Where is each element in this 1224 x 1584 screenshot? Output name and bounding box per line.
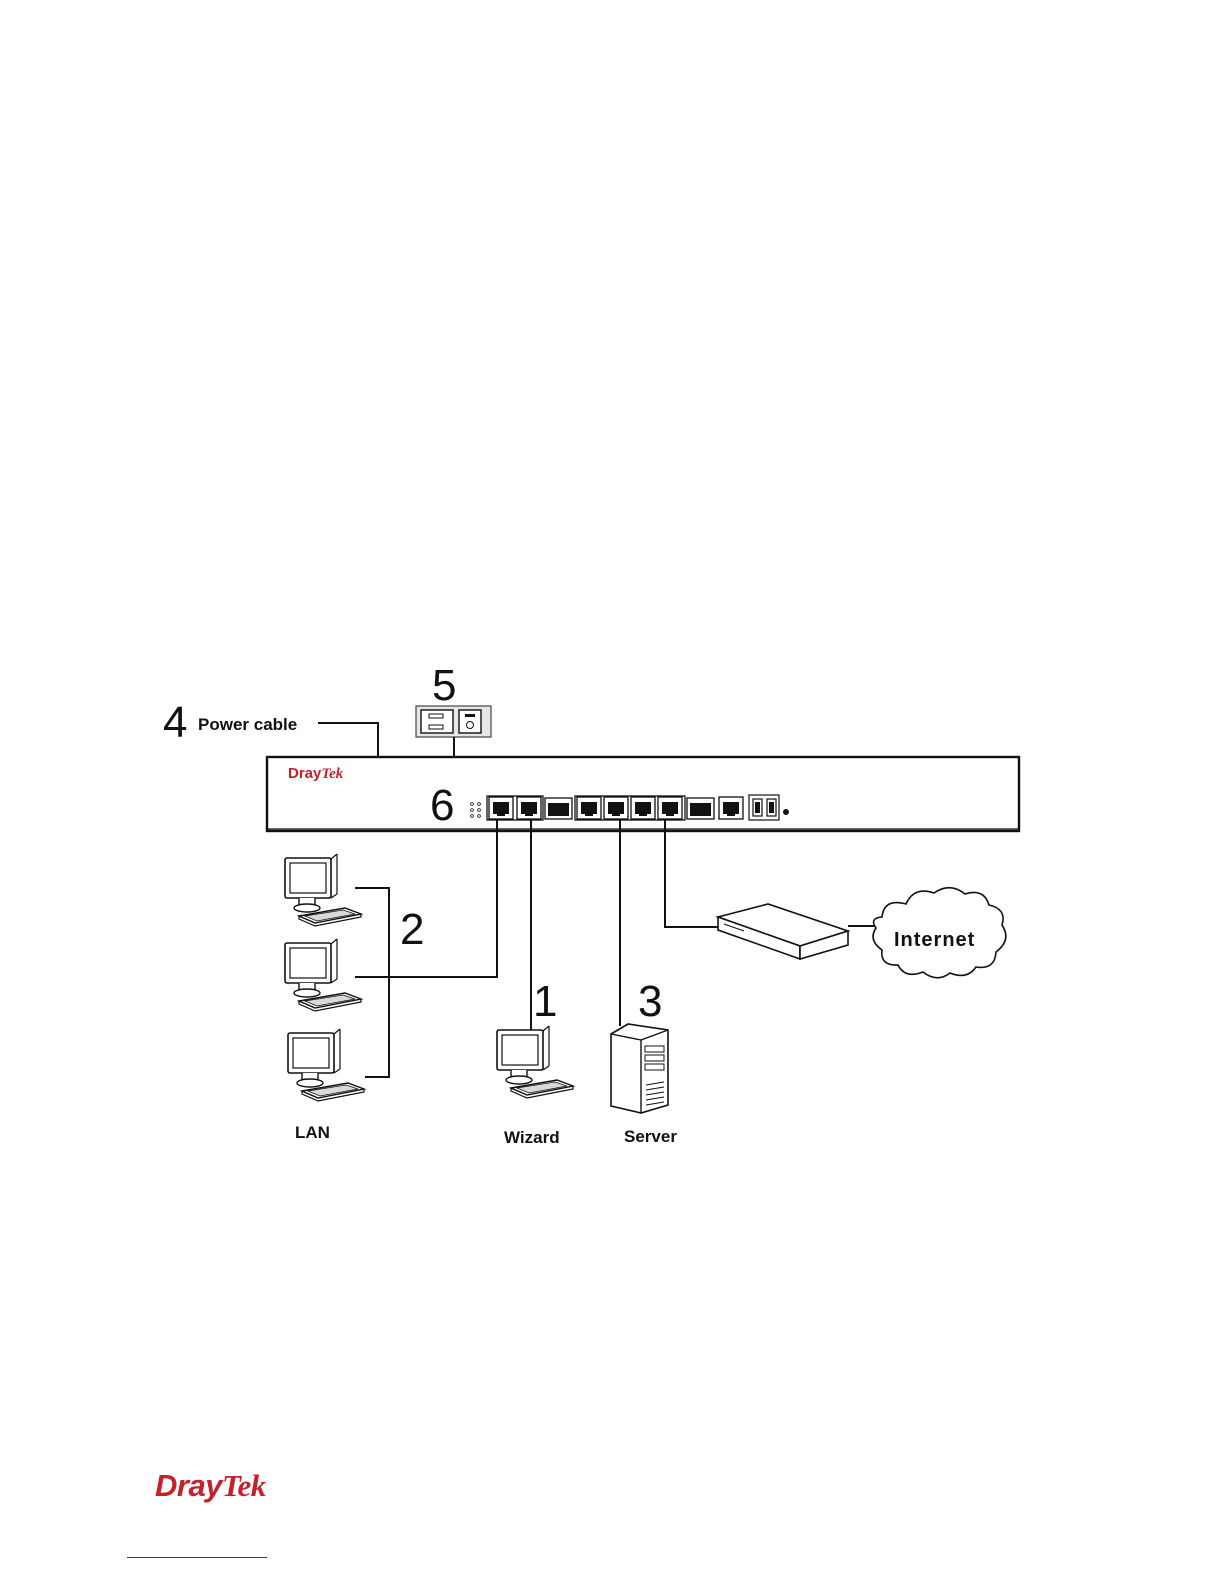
sfp-port-2 — [690, 803, 711, 816]
callout-1: 1 — [533, 977, 557, 1026]
lan-computer-3-icon — [288, 1029, 364, 1101]
power-cable-label: Power cable — [198, 715, 297, 734]
server-icon — [611, 1024, 668, 1113]
callout-3: 3 — [638, 977, 662, 1026]
reset-button — [783, 809, 789, 815]
lan-port-2 — [517, 797, 541, 819]
lan-computer-2-icon — [285, 939, 361, 1011]
wan-port — [658, 797, 682, 819]
lan-port-3 — [577, 797, 601, 819]
callout-6: 6 — [430, 781, 454, 830]
lan-port-5 — [631, 797, 655, 819]
callout-5: 5 — [432, 661, 456, 710]
callout-2: 2 — [400, 905, 424, 954]
router-device: DrayTek 6 — [267, 757, 1019, 831]
sfp-port-1 — [548, 803, 569, 816]
lan-port-4 — [604, 797, 628, 819]
footer-brand-logo: DrayTek — [155, 1466, 266, 1506]
power-switch-icon — [416, 706, 491, 737]
lan-label: LAN — [295, 1123, 330, 1142]
internet-label: Internet — [894, 929, 975, 951]
lan-port-1 — [489, 797, 513, 819]
wizard-computer-icon — [497, 1026, 573, 1098]
lan-cable — [355, 820, 497, 977]
modem-icon — [718, 904, 848, 959]
console-port — [719, 797, 743, 819]
callout-4: 4 — [163, 698, 187, 747]
router-brand-logo: DrayTek — [288, 765, 344, 782]
server-label: Server — [624, 1127, 677, 1146]
lan-bracket — [355, 888, 389, 1077]
wan-cable — [665, 820, 720, 927]
power-cable-line — [318, 723, 378, 757]
footer-rule — [127, 1557, 267, 1558]
lan-computer-1-icon — [285, 854, 361, 926]
wizard-label: Wizard — [504, 1128, 560, 1147]
